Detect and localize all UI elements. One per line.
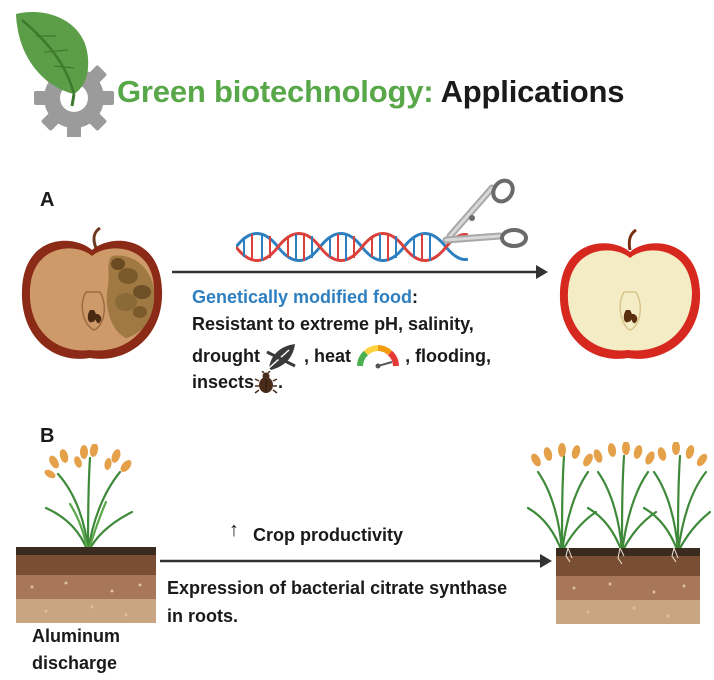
crop-productivity-text: Crop productivity xyxy=(253,525,404,545)
insects-text: insects xyxy=(192,372,255,392)
heat-gauge-icon xyxy=(357,345,400,369)
dna-icon xyxy=(236,232,468,262)
scissors-icon xyxy=(442,178,528,248)
heat-text: , heat xyxy=(304,345,352,366)
gm-food-heading: Genetically modified food: xyxy=(192,285,418,309)
soil-icon-right xyxy=(556,548,700,624)
expression-line-2: in roots. xyxy=(167,606,238,626)
gear-leaf-logo-icon xyxy=(16,11,114,137)
rice-plant-icon xyxy=(44,444,134,554)
rotten-apple-icon xyxy=(21,226,163,359)
title-part-black: Applications xyxy=(440,74,625,109)
resistance-line-3: insects . xyxy=(192,370,283,395)
aluminum-line-1: Aluminum xyxy=(32,626,120,646)
drought-text: drought xyxy=(192,345,260,366)
rice-plant-group-icon xyxy=(526,442,712,554)
expression-line-1: Expression of bacterial citrate synthase xyxy=(167,578,508,598)
flooding-text: , flooding, xyxy=(405,345,492,366)
aluminum-line-2: discharge xyxy=(32,653,118,673)
gm-food-heading-colon: : xyxy=(412,287,419,307)
gm-food-heading-text: Genetically modified food xyxy=(192,287,413,307)
drought-leaf-icon xyxy=(266,344,296,370)
up-arrow-icon: ↑ xyxy=(229,519,239,541)
soil-icon xyxy=(16,547,156,623)
title-part-green: Green biotechnology: xyxy=(117,74,434,109)
healthy-apple-icon xyxy=(559,228,701,359)
insect-icon xyxy=(254,371,278,394)
insects-period: . xyxy=(278,372,284,392)
section-a-label: A xyxy=(40,189,55,211)
resistance-line-2: drought , heat , flooding, xyxy=(192,342,491,372)
arrow-a-icon xyxy=(172,265,548,279)
section-b-label: B xyxy=(40,425,55,447)
arrow-b-icon xyxy=(160,554,552,568)
page-title: Green biotechnology: Applications xyxy=(117,74,624,110)
resistance-line-1: Resistant to extreme pH, salinity, xyxy=(192,314,474,334)
